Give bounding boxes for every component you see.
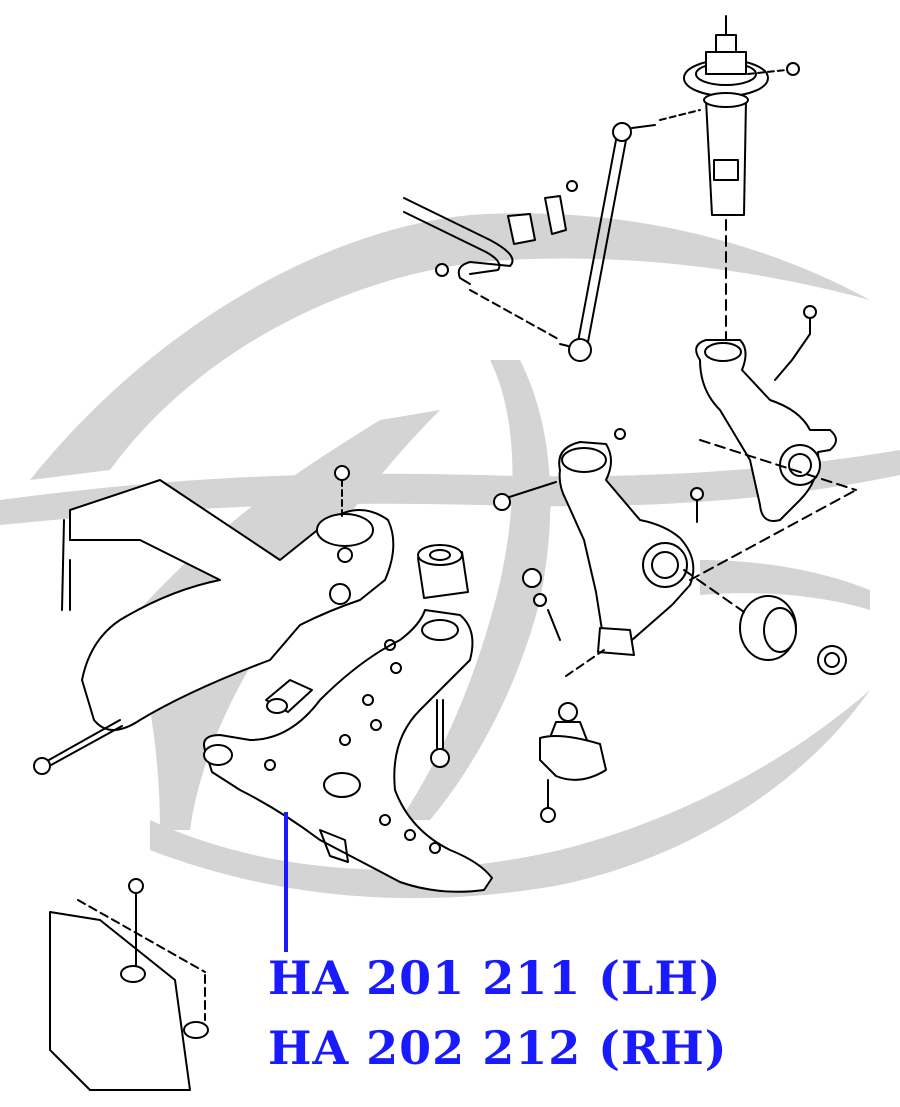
stabilizer-link <box>559 109 701 362</box>
inset-bracket <box>49 878 209 1091</box>
part-number-right-hand: HA 202 212 (RH) <box>268 1021 728 1075</box>
subframe <box>33 465 395 775</box>
stabilizer-bar <box>403 180 578 341</box>
lower-control-arm <box>203 609 493 893</box>
ball-joint <box>522 568 607 823</box>
line-art <box>33 15 857 1091</box>
control-arm-bushing-rear <box>417 544 469 599</box>
control-arm-bushing-front <box>265 679 313 714</box>
strut-assembly <box>683 15 800 341</box>
mounting-bolt <box>430 699 450 768</box>
steering-knuckle-front <box>493 428 857 656</box>
brand-logo-watermark <box>0 213 900 899</box>
part-number-left-hand: HA 201 211 (LH) <box>268 951 722 1005</box>
wheel-hub <box>683 569 847 675</box>
